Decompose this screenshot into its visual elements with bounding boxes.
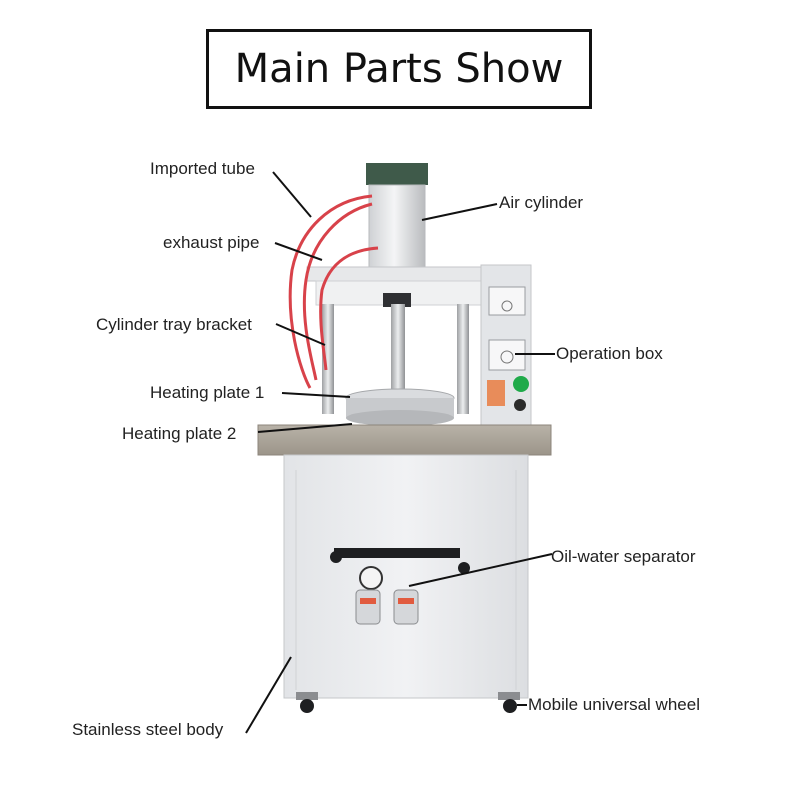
filter-bowl-left (355, 589, 381, 625)
wheel-right (503, 699, 517, 713)
leader-lines (245, 171, 555, 734)
leader-heating-plate-2 (257, 423, 353, 433)
imported-tube-line (288, 194, 373, 389)
separator-fitting-right (458, 562, 470, 574)
worktop (257, 424, 552, 456)
cylinder-body (368, 184, 426, 270)
air-tubes (288, 194, 379, 389)
pole-left (322, 304, 334, 414)
leader-air-cylinder (421, 203, 498, 221)
separator-fitting-left (330, 551, 342, 563)
temperature-controller (487, 380, 505, 406)
label-mobile-universal-wheel: Mobile universal wheel (528, 695, 700, 714)
cylinder-feed-line (319, 246, 379, 371)
stainless-steel-body (283, 454, 529, 699)
oil-water-separator (330, 548, 470, 625)
leader-stainless-steel-body (245, 656, 292, 734)
page-title: Main Parts Show (234, 46, 564, 92)
filter-band-left (360, 598, 376, 604)
pole-right (457, 304, 469, 414)
wheel-left (300, 699, 314, 713)
wheel-mount-left (296, 692, 318, 700)
leader-imported-tube (272, 171, 312, 218)
label-exhaust-pipe: exhaust pipe (163, 233, 260, 252)
label-air-cylinder: Air cylinder (499, 193, 584, 212)
mobile-universal-wheels (296, 692, 520, 713)
filter-band-right (398, 598, 414, 604)
pressure-gauge (359, 566, 383, 590)
air-cylinder (366, 163, 428, 270)
leader-heating-plate-1 (281, 392, 351, 398)
operation-dial (500, 350, 514, 364)
green-start-button (513, 376, 529, 392)
heating-plate-lower (346, 410, 454, 426)
label-operation-box: Operation box (556, 344, 663, 363)
leader-oil-water-separator (408, 553, 553, 587)
upper-frame (306, 266, 488, 307)
cylinder-cap (366, 163, 428, 185)
heating-plates (345, 388, 455, 426)
label-heating-plate-2: Heating plate 2 (122, 424, 237, 443)
label-imported-tube: Imported tube (150, 159, 255, 178)
label-heating-plate-1: Heating plate 1 (150, 383, 265, 402)
timer-display-1 (488, 286, 526, 316)
label-cylinder-tray-bracket: Cylinder tray bracket (96, 315, 252, 334)
separator-rail (334, 548, 460, 558)
control-column (480, 264, 532, 426)
leader-cylinder-tray-bracket (275, 323, 326, 346)
title-box: Main Parts Show (206, 29, 592, 109)
exhaust-pipe-line (302, 202, 373, 381)
label-oil-water-separator: Oil-water separator (551, 547, 696, 566)
filter-bowl-right (393, 589, 419, 625)
leader-exhaust-pipe (274, 242, 323, 261)
switch-knob (514, 399, 526, 411)
timer-dial-1 (501, 300, 513, 312)
bracket-joint (383, 293, 411, 307)
label-stainless-steel-body: Stainless steel body (72, 720, 224, 739)
wheel-mount-right (498, 692, 520, 700)
